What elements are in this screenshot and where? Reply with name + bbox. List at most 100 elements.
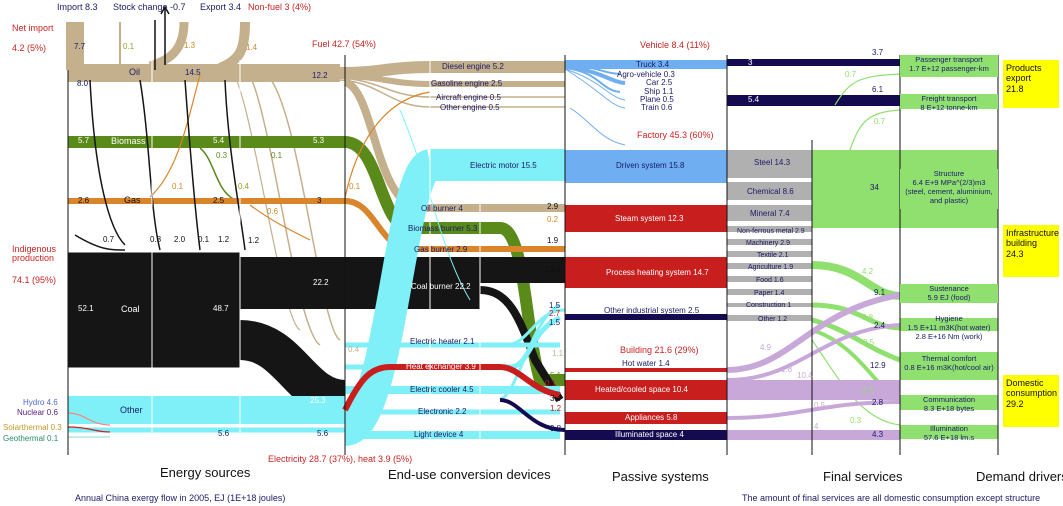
value-label: 0.7 [874,117,886,126]
value-label: 5.7 [78,136,90,145]
service-value: 8.3 E+18 bytes [923,404,975,413]
building-label: Building 21.6 (29%) [620,345,699,355]
passive-agro: Agro-vehicle 0.3 [617,70,675,79]
value-label: 2.6 [78,196,90,205]
nonfuel-label: Non-fuel 3 (4%) [248,2,312,12]
factory-label: Factory 45.3 (60%) [637,130,714,140]
value-label: 1.9 [547,236,559,245]
footer-right-note: The amount of final services are all dom… [742,493,1041,503]
electricity-heat-label: Electricity 28.7 (37%), heat 3.9 (5%) [268,454,413,464]
value-label: 3 [748,58,753,67]
service-value: (steel, cement, aluminium, and plastic) [905,187,993,205]
value-label: 22.2 [313,278,329,287]
value-label: 5.1 [550,371,562,380]
service-title: Communication [922,395,976,404]
value-label: 1.4 [246,43,258,52]
stock-change-label: Stock change -0.7 [113,2,186,12]
value-label: 0.7 [845,70,857,79]
service-title: Structure [933,169,965,178]
column-demand-drivers: Demand drivers [976,469,1063,484]
material-nonferrous: Non-ferrous metal 2.9 [737,228,805,235]
value-label: 5.3 [313,136,325,145]
other-label: Other [120,405,143,415]
device-biomass-burner: Biomass burner 5.3 [408,224,478,233]
material-paper: Paper 1.4 [754,290,785,297]
service-value: 1.7 E+12 passenger-km [909,64,989,73]
export-label: Export 3.4 [200,2,242,12]
service-title: Sustenance [929,284,969,293]
service-value: 57.6 E+18 lm.s [923,433,975,442]
driver-title: Domestic consumption [1006,378,1058,399]
service-thermal: Thermal comfort 0.8 E+16 m3K(hot/cool ai… [900,354,998,376]
passive-truck: Truck 3.4 [636,60,670,69]
device-electric-heater: Electric heater 2.1 [410,337,475,346]
material-textile: Textile 2.1 [757,252,789,259]
coal-flows [68,79,565,420]
device-electric-motor: Electric motor 15.5 [470,161,537,170]
nuclear-label: Nuclear 0.6 [17,408,58,417]
passive-plane: Plane 0.5 [640,95,674,104]
service-title: Passenger transport [915,55,983,64]
geo-label: Geothermal 0.1 [3,434,59,443]
service-value: 1.5 E+11 m3K(hot water) [907,323,991,332]
value-label: 0.1 [172,182,184,191]
top-arrows [154,5,170,70]
biomass-label: Biomass [111,136,146,146]
service-value: 0.8 E+16 m3K(hot/cool air) [904,363,994,372]
value-label: 2.0 [174,235,186,244]
device-gasoline: Gasoline engine 2.5 [431,79,503,88]
material-steel: Steel 14.3 [754,158,791,167]
value-label: 48.7 [213,304,229,313]
value-label: 5.6 [218,429,230,438]
driver-value: 24.3 [1006,248,1024,259]
value-label: 2.4 [874,321,886,330]
value-label: 0.2 [547,215,559,224]
footer-left-note: Annual China exergy flow in 2005, EJ (1E… [75,493,286,503]
value-label: 0.8 [862,313,874,322]
solar-label: Solarthermal 0.3 [3,423,62,432]
gas-label: Gas [124,195,141,205]
service-title: Thermal comfort [921,354,977,363]
value-label: 12.2 [312,71,328,80]
device-diesel: Diesel engine 5.2 [442,62,504,71]
device-electric-cooler: Electric cooler 4.5 [410,385,474,394]
passive-other-industrial: Other industrial system 2.5 [604,306,700,315]
value-label: 0.1 [198,235,210,244]
value-label: 4 [814,422,819,431]
hydro-flow [68,400,111,419]
value-label: 14.5 [185,68,201,77]
device-aircraft: Aircraft engine 0.5 [436,93,501,102]
vehicle-label: Vehicle 8.4 (11%) [640,40,710,50]
driver-title: Products export [1006,63,1042,84]
value-label: 5.6 [317,429,329,438]
column-energy-sources: Energy sources [160,465,251,480]
value-label: 0.1 [545,379,557,388]
service-illumination: Illumination 57.6 E+18 lm.s [900,424,998,442]
passive-illuminated: Illuminated space 4 [615,430,684,439]
value-label: 2.5 [213,196,225,205]
column-final-services: Final services [823,469,903,484]
value-label: 0.1 [349,182,361,191]
service-passenger: Passenger transport 1.7 E+12 passenger-k… [900,55,998,77]
passive-hot-water: Hot water 1.4 [622,359,670,368]
driver-domestic: Domestic consumption 29.2 [1003,375,1059,427]
value-label: 52.1 [78,304,94,313]
value-label: 2.5 [863,338,875,347]
value-label: 7.7 [74,42,86,51]
value-label: 2.9 [547,202,559,211]
value-label: 1.2 [218,235,230,244]
value-label: 6.1 [872,85,884,94]
value-label: 18.8 [545,265,561,274]
passive-process: Process heating system 14.7 [606,268,709,277]
device-oil-burner: Oil burner 4 [421,204,463,213]
device-gas-burner: Gas burner 2.9 [414,245,468,254]
value-label: 25.3 [310,396,326,405]
value-label: 2.7 [549,309,561,318]
value-label: 9.8 [550,424,562,433]
value-label: 0.8 [150,235,162,244]
value-label: 0.6 [267,207,279,216]
service-title: Hygiene [935,314,963,323]
oil-label: Oil [129,67,140,77]
service-value: 8 E+12 tonne-km [920,103,978,112]
value-label: 0.1 [271,151,283,160]
